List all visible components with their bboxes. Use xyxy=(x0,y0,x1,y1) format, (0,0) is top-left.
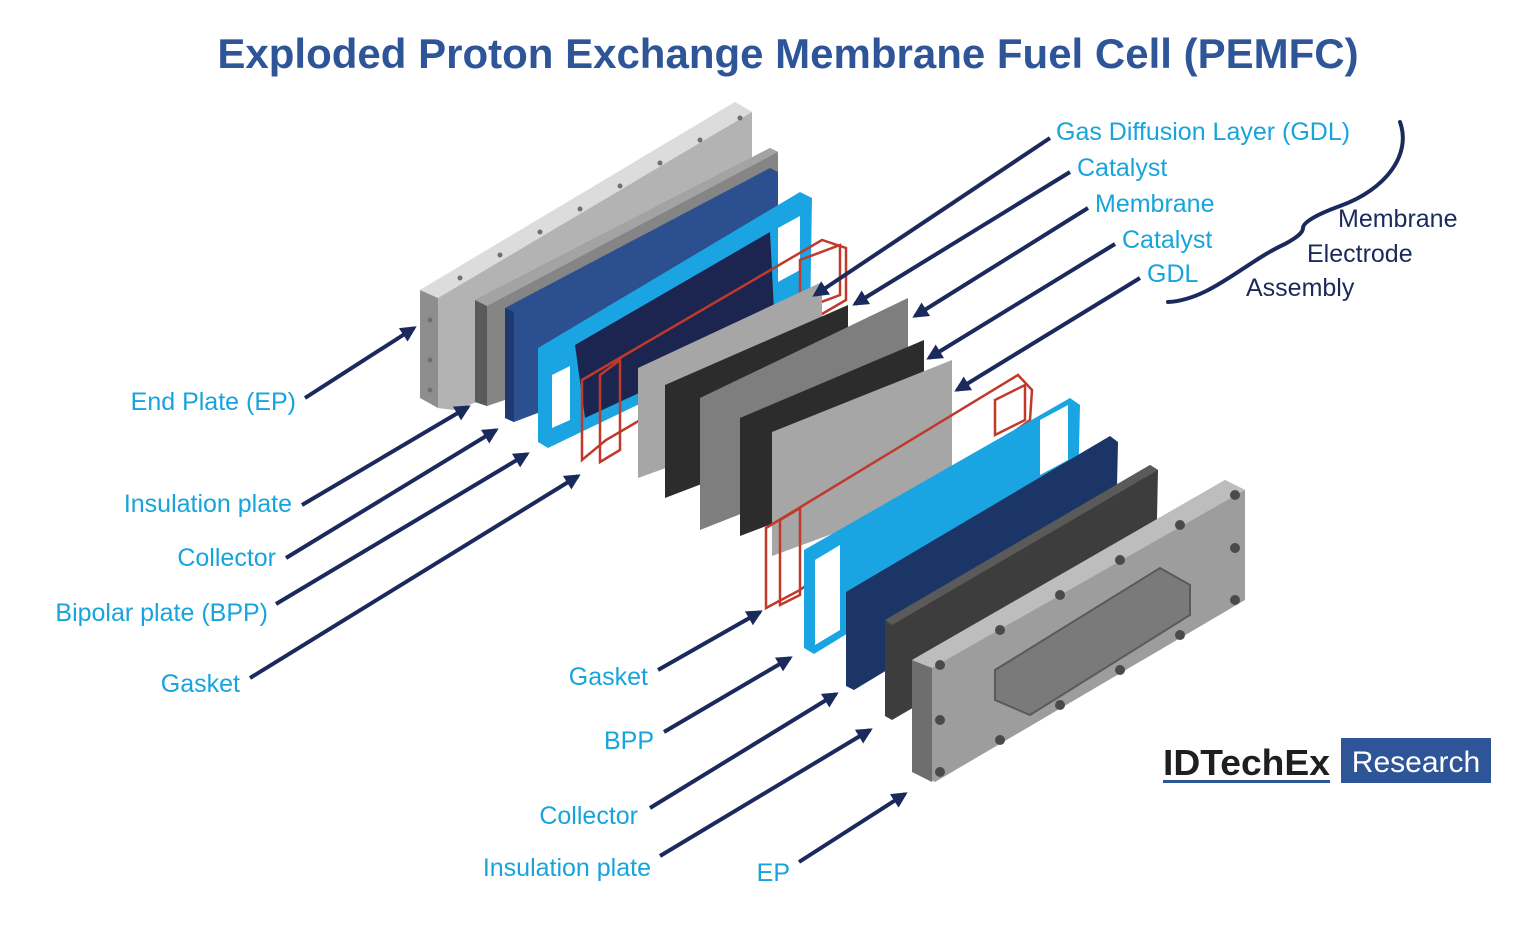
label-insulation-left: Insulation plate xyxy=(124,490,292,518)
arrow-ep-right xyxy=(797,792,908,864)
page-title: Exploded Proton Exchange Membrane Fuel C… xyxy=(217,30,1358,77)
arrow-bpp-left xyxy=(274,452,530,606)
label-membrane: Membrane xyxy=(1095,190,1215,218)
mea-brace xyxy=(1166,120,1405,304)
arrow-collector-right xyxy=(648,692,839,810)
mea-label-line1: Membrane xyxy=(1338,205,1458,233)
arrow-membrane xyxy=(912,206,1090,318)
label-bpp-left: Bipolar plate (BPP) xyxy=(55,599,268,627)
arrow-gdl-top xyxy=(812,136,1052,297)
label-ep-right: EP xyxy=(757,859,790,887)
arrow-gdl-bottom xyxy=(954,276,1142,392)
label-collector-left: Collector xyxy=(177,544,276,572)
label-gdl-top: Gas Diffusion Layer (GDL) xyxy=(1056,118,1350,146)
logo-underline xyxy=(1163,780,1330,783)
logo-suffix: Research xyxy=(1352,746,1480,779)
arrow-insulation-left xyxy=(300,405,471,507)
logo-research-box xyxy=(1341,738,1491,783)
arrow-end-plate-left xyxy=(303,326,417,400)
arrow-bpp-right xyxy=(662,656,793,734)
arrow-insulation-right xyxy=(658,728,873,858)
label-end-plate-left: End Plate (EP) xyxy=(131,388,296,416)
mea-label-line3: Assembly xyxy=(1246,274,1355,302)
label-collector-right: Collector xyxy=(539,802,638,830)
arrow-gasket-right xyxy=(657,610,763,672)
arrow-collector-left xyxy=(284,428,499,560)
label-gdl-bottom: GDL xyxy=(1147,260,1199,288)
label-gasket-right: Gasket xyxy=(569,663,648,691)
gasket-right xyxy=(764,373,1034,611)
gdl-right xyxy=(772,360,952,556)
label-insulation-right: Insulation plate xyxy=(483,854,651,882)
label-gasket-left: Gasket xyxy=(161,670,240,698)
label-catalyst-bottom: Catalyst xyxy=(1122,226,1212,254)
label-catalyst-top: Catalyst xyxy=(1077,154,1167,182)
end-plate-right xyxy=(912,480,1245,782)
arrow-catalyst-bottom xyxy=(926,242,1117,360)
logo-brand: IDTechEx xyxy=(1163,742,1330,783)
mea-label-line2: Electrode xyxy=(1307,240,1413,268)
arrow-catalyst-top xyxy=(852,170,1072,306)
arrow-gasket-left xyxy=(248,474,581,680)
label-bpp-right: BPP xyxy=(604,727,654,755)
idtechex-logo: IDTechEx Research xyxy=(1163,738,1491,783)
